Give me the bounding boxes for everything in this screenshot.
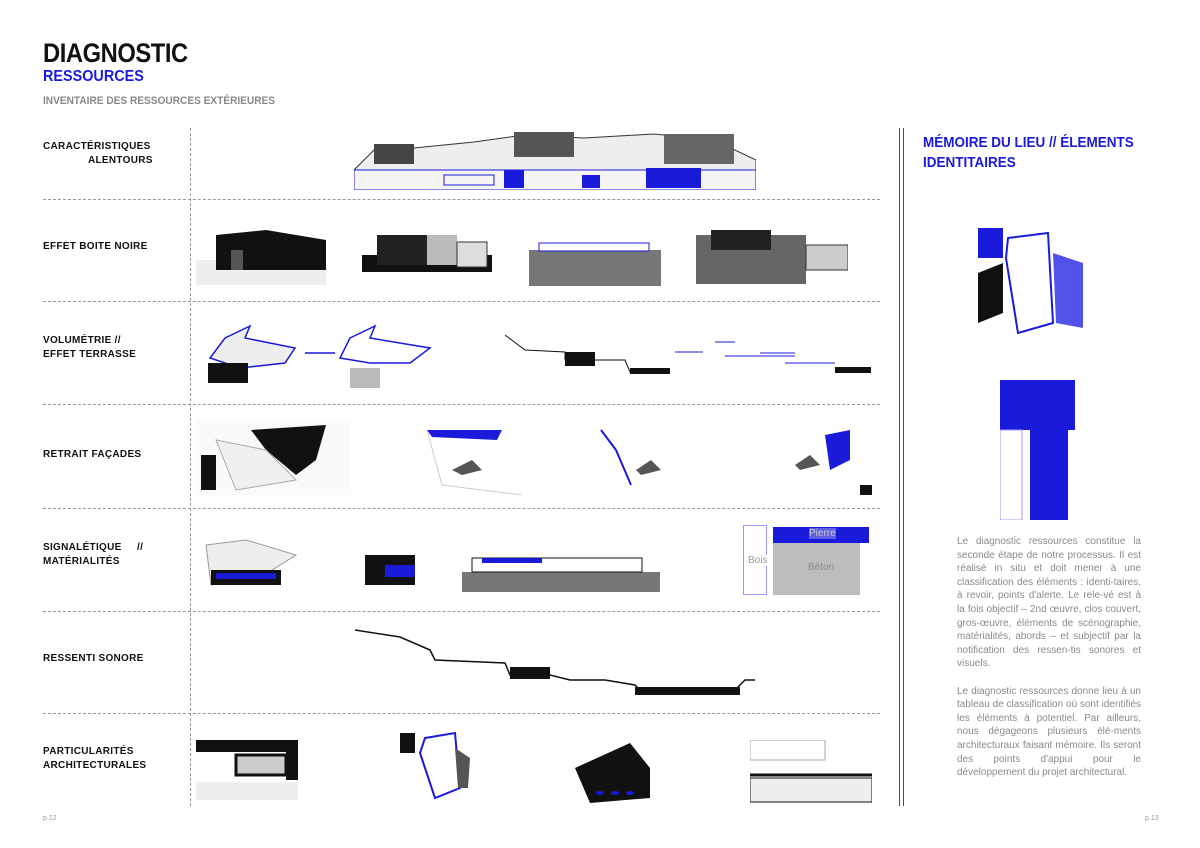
stone-zone [773,527,869,543]
terrace-section [505,334,871,374]
concrete-label: Béton [808,562,835,573]
paragraph: Le diagnostic ressources constitue la se… [957,536,1141,670]
facade-retreat-4 [795,430,872,495]
feature-window [196,740,298,800]
row-label-boite-noire: EFFET BOITE NOIRE [43,241,148,252]
row-divider [43,508,880,509]
row-label-sonore: RESSENTI SONORE [43,653,144,664]
signage-view-1 [205,539,298,586]
row-divider [43,404,880,405]
page-number-left: p.12 [43,815,57,822]
row-divider [43,199,880,200]
stone-label: Pierre [809,528,836,539]
sidebar-title: MÉMOIRE DU LIEU // ÉLEMENTS IDENTITAIRES [923,134,1134,171]
signage-view-2 [365,555,415,585]
volumetry-diagram [208,324,432,388]
row-divider [43,611,880,612]
facade-retreat-2 [426,429,522,495]
section-subtitle: INVENTAIRE DES RESSOURCES EXTÉRIEURES [43,95,276,107]
facade-retreat-1 [196,420,351,495]
black-box-view-2 [362,235,492,272]
black-box-view-4 [696,230,848,284]
signage-elevation [462,557,660,592]
identity-stone-wall [1000,380,1075,520]
acoustic-section [355,629,755,695]
row-label-volumetrie: VOLUMÉTRIE //EFFET TERRASSE [43,335,137,360]
page-title: DIAGNOSTIC [43,38,188,68]
page-number-right: p.13 [1145,815,1159,822]
row-divider [43,301,880,302]
panorama-drawing [354,132,756,190]
identity-volume-drawing [978,213,1093,340]
column-divider [190,128,191,806]
paragraph: Le diagnostic ressources donne lieu à un… [957,685,1142,779]
row-label-retrait: RETRAIT FAÇADES [43,449,142,460]
black-box-view-3 [529,242,661,286]
feature-facade-volume [400,731,470,800]
black-box-view-1 [196,230,326,285]
feature-elevation [750,740,872,803]
feature-black-volume [575,743,650,803]
sidebar-description: Le diagnostic ressources constitue la se… [957,535,1141,793]
concrete-zone [773,543,860,595]
row-divider [43,713,880,714]
wood-label: Bois [748,555,768,566]
materials-diagram: Pierre Bois Béton [743,525,869,595]
facade-retreat-3 [600,429,661,486]
page-subtitle: RESSOURCES [43,68,144,85]
sidebar-divider [899,128,904,806]
row-label-signaletique: SIGNALÉTIQUE //MATÉRIALITÉS [43,542,144,567]
